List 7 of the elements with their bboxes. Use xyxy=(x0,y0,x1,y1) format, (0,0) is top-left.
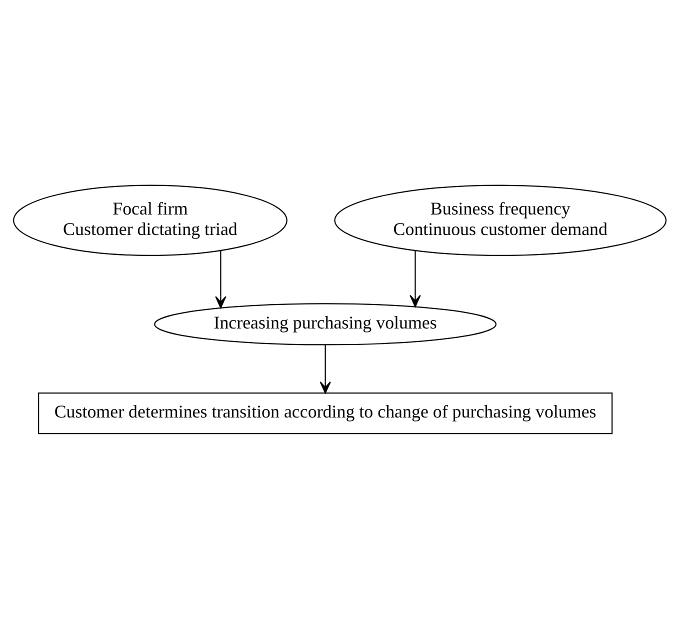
node-ellipse: Increasing purchasing volumes xyxy=(154,303,497,346)
arrow xyxy=(410,250,421,308)
node-ellipse: Focal firm Customer dictating triad xyxy=(13,184,288,256)
arrow xyxy=(320,344,331,394)
node-ellipse: Business frequency Continuous customer demand xyxy=(334,184,667,256)
arrow xyxy=(215,250,226,308)
node-box: Customer determines transition according to change of purchasing volumes xyxy=(38,392,613,434)
